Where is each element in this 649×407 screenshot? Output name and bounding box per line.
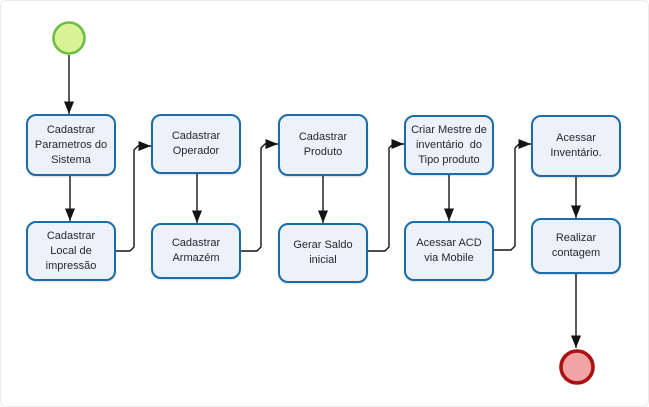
flow-gerar-saldo-to-criar-mestre — [368, 138, 404, 252]
task-cadastrar-produto[interactable]: Cadastrar Produto — [278, 114, 368, 176]
task-label: Acessar Inventário. — [550, 132, 602, 159]
task-label: Gerar Saldo inicial — [293, 239, 353, 266]
task-acessar-inventario[interactable]: Acessar Inventário. — [531, 115, 621, 177]
task-label: Cadastrar Produto — [298, 131, 348, 158]
task-label: Realizar contagem — [551, 232, 601, 259]
flow-acessar-acd-to-inventario — [494, 138, 531, 251]
task-gerar-saldo-inicial[interactable]: Gerar Saldo inicial — [278, 223, 368, 283]
task-cadastrar-local-de-impressao[interactable]: Cadastrar Local de impressão — [26, 221, 116, 281]
task-label: Cadastrar Armazém — [171, 237, 221, 264]
task-label: Cadastrar Local de impressão — [45, 229, 97, 272]
task-label: Acessar ACD via Mobile — [416, 237, 482, 264]
task-acessar-acd-via-mobile[interactable]: Acessar ACD via Mobile — [404, 221, 494, 281]
flow-local-impressao-to-operador — [116, 140, 151, 252]
task-label: Criar Mestre de inventário do Tipo produ… — [411, 123, 487, 166]
task-label: Cadastrar Parametros do Sistema — [34, 123, 108, 166]
task-cadastrar-armazem[interactable]: Cadastrar Armazém — [151, 223, 241, 279]
flow-armazem-to-produto — [241, 138, 278, 252]
end-event-circle[interactable] — [559, 349, 595, 385]
task-criar-mestre-inventario-tipo-produto[interactable]: Criar Mestre de inventário do Tipo produ… — [404, 115, 494, 175]
task-cadastrar-operador[interactable]: Cadastrar Operador — [151, 114, 241, 174]
task-cadastrar-parametros-do-sistema[interactable]: Cadastrar Parametros do Sistema — [26, 114, 116, 176]
task-label: Cadastrar Operador — [171, 130, 221, 157]
task-realizar-contagem[interactable]: Realizar contagem — [531, 218, 621, 274]
start-event-circle[interactable] — [52, 21, 86, 55]
